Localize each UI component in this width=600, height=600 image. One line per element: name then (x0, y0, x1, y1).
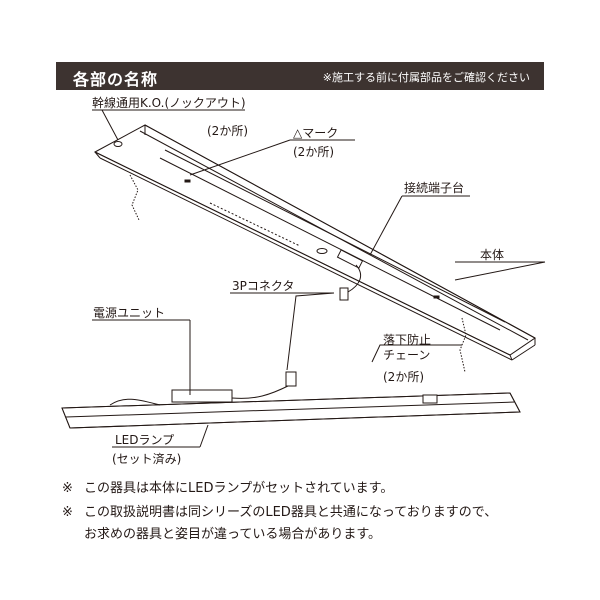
header-note: ※施工する前に付属部品をご確認ください (322, 71, 530, 84)
chain-count: (2か所) (383, 370, 424, 384)
triangle-mark-count: (2か所) (293, 145, 334, 159)
knockout-count: (2か所) (207, 124, 248, 138)
chain-label-line1: 落下防止 (383, 333, 432, 347)
fixture-body-drawing (93, 124, 536, 373)
leader-lines (92, 109, 546, 448)
note-1: ※ この器具は本体にLEDランプがセットされています。 (62, 479, 393, 499)
note-1-text: この器具は本体にLEDランプがセットされています。 (84, 481, 394, 496)
body-label: 本体 (480, 248, 505, 262)
note-1-mark: ※ (62, 481, 73, 496)
perforation-row (209, 202, 301, 247)
section-header: 各部の名称 ※施工する前に付属部品をご確認ください (56, 62, 544, 90)
connector-label: 3Pコネクタ (232, 279, 295, 293)
note-2: ※ この取扱説明書は同シリーズのLED器具と共通になっておりますので、 (62, 503, 497, 523)
section-title: 各部の名称 (73, 70, 159, 89)
led-lamp-label: LEDランプ (115, 433, 175, 447)
note-2-line2: お求めの器具と姿目が違っている場合があります。 (84, 527, 382, 542)
terminal-block-label: 接続端子台 (404, 181, 465, 195)
led-lamp-sub: (セット済み) (112, 452, 182, 466)
triangle-mark-label: △マーク (293, 126, 339, 140)
power-unit-label: 電源ユニット (93, 306, 166, 320)
knockout-label: 幹線通用K.O.(ノックアウト) (92, 96, 246, 110)
note-2-mark: ※ (62, 505, 73, 520)
led-lamp-drawing (61, 371, 521, 429)
chain-label-line2: チェーン (383, 348, 431, 362)
note-2-text-line1: この取扱説明書は同シリーズのLED器具と共通になっておりますので、 (84, 505, 498, 520)
